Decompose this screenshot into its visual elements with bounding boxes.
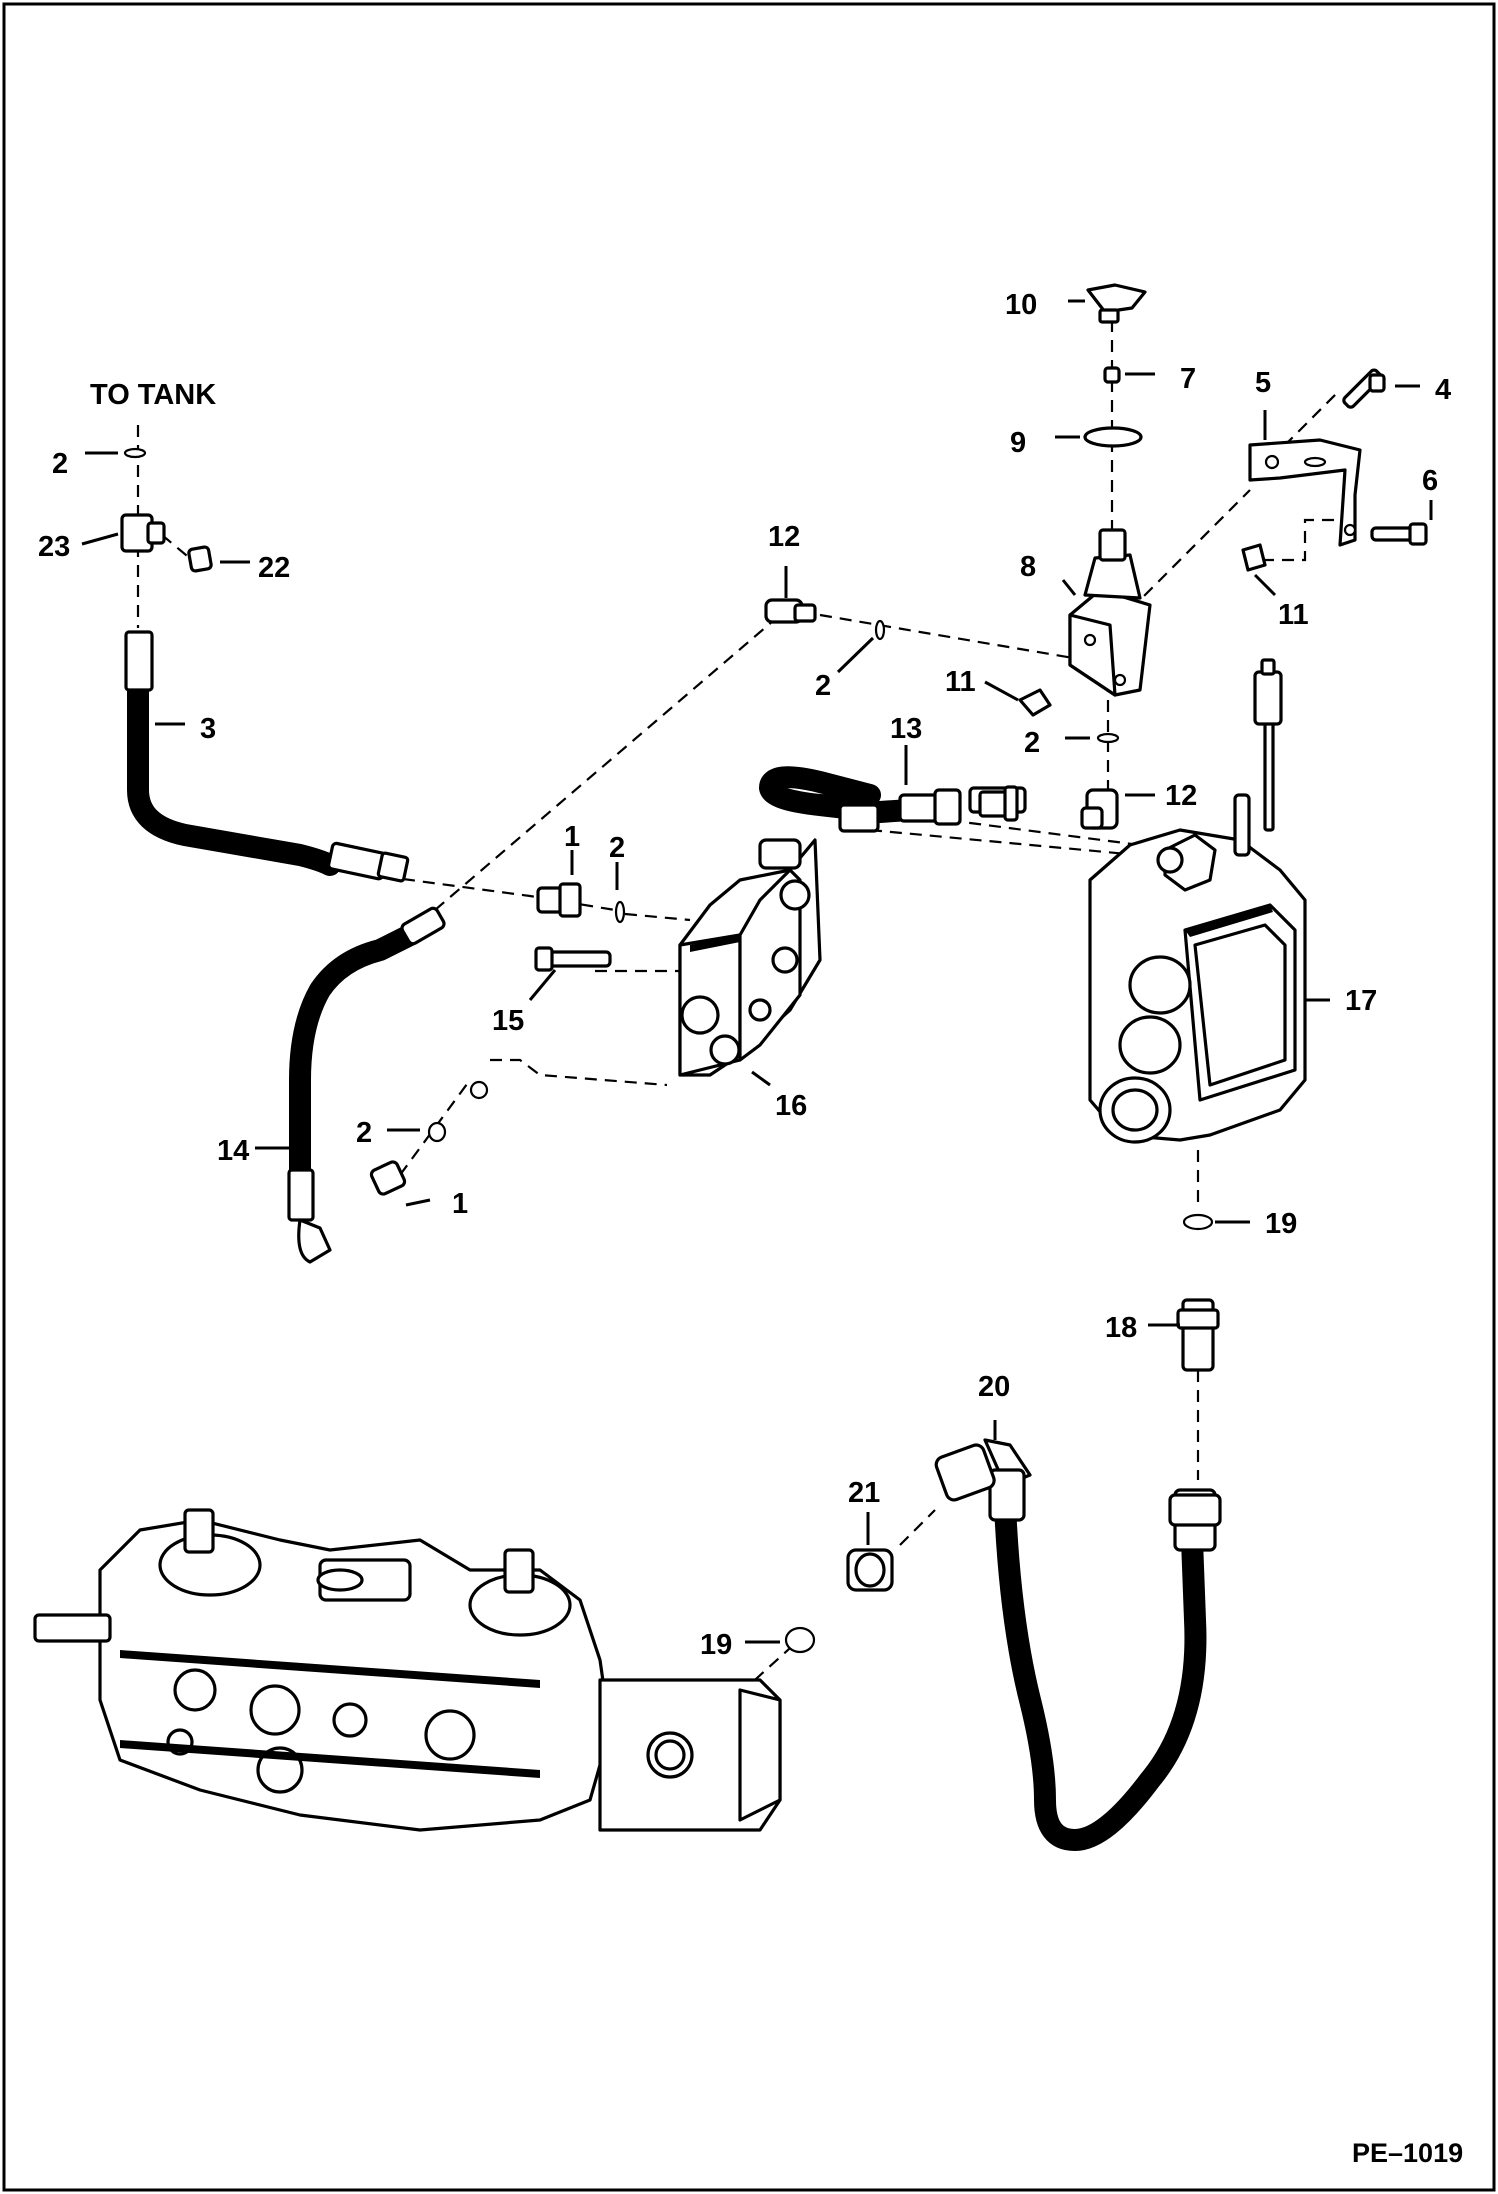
callout-16: 16	[775, 1090, 807, 1122]
hose-13	[759, 766, 1027, 833]
callout-19-upper: 19	[1265, 1208, 1297, 1240]
callout-labels: TO TANK 2 23 22 3 12 2 10 7 9 8 5 4 6 11…	[38, 289, 1463, 2168]
callout-13: 13	[890, 713, 922, 745]
callout-22: 22	[258, 552, 290, 584]
callout-11-left: 11	[945, 666, 976, 698]
callout-1-upper: 1	[564, 821, 580, 853]
callout-11-right: 11	[1278, 599, 1309, 631]
callout-14: 14	[217, 1135, 249, 1167]
callout-12-upper: 12	[768, 521, 800, 553]
callout-2-upper: 2	[815, 670, 831, 702]
callout-17: 17	[1345, 985, 1377, 1017]
hydrostatic-pump	[33, 1508, 782, 1832]
hose-20	[934, 1438, 1222, 1851]
callout-19-lower: 19	[700, 1629, 732, 1661]
label-to-tank: TO TANK	[90, 379, 216, 411]
callout-4: 4	[1435, 374, 1451, 406]
relief-valve-8	[1018, 283, 1152, 744]
callout-3: 3	[200, 713, 216, 745]
callout-15: 15	[492, 1005, 524, 1037]
control-valve-17	[1088, 658, 1307, 1144]
valve-section-16	[678, 838, 822, 1077]
fittings-valve-16	[369, 882, 626, 1196]
tank-fitting-23	[120, 447, 213, 573]
fitting-12-upper	[764, 598, 886, 641]
callout-9: 9	[1010, 427, 1026, 459]
callout-5: 5	[1255, 367, 1271, 399]
callout-10: 10	[1005, 289, 1037, 321]
callout-21: 21	[848, 1477, 880, 1509]
callout-2-tank: 2	[52, 448, 68, 480]
callout-2-valve16: 2	[609, 832, 625, 864]
adapter-18	[1176, 1213, 1220, 1372]
hose-3	[124, 630, 410, 883]
hose-14	[287, 906, 446, 1264]
callout-7: 7	[1180, 363, 1196, 395]
fitting-21	[784, 1548, 894, 1654]
reference-code: PE–1019	[1352, 2138, 1463, 2168]
fitting-12-lower	[1080, 788, 1119, 830]
callout-1-lower: 1	[452, 1188, 468, 1220]
callout-12-lower: 12	[1165, 780, 1197, 812]
callout-2-lower: 2	[356, 1117, 372, 1149]
leader-lines	[81, 299, 1433, 1644]
callout-6: 6	[1422, 465, 1438, 497]
callout-2-mid: 2	[1024, 727, 1040, 759]
callout-8: 8	[1020, 551, 1036, 583]
callout-18: 18	[1105, 1312, 1137, 1344]
callout-20: 20	[978, 1371, 1010, 1403]
callout-23: 23	[38, 531, 70, 563]
assembly-lines	[136, 320, 1355, 1708]
bracket-5	[1241, 368, 1428, 572]
